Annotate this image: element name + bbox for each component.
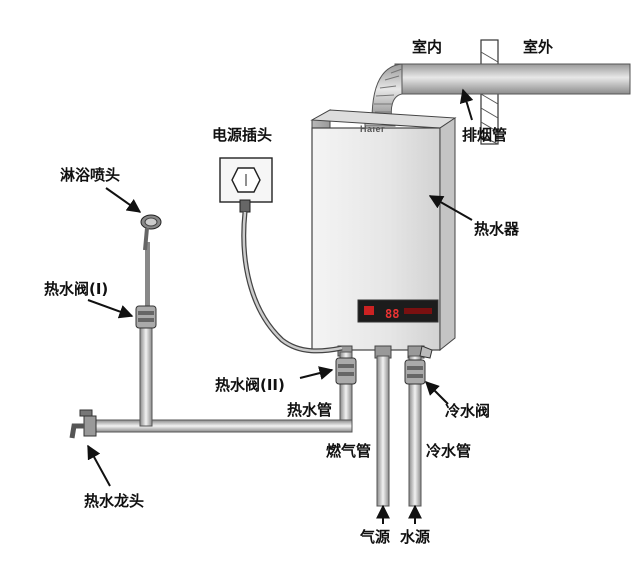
label-hot-valve-2: 热水阀(II) bbox=[215, 376, 285, 394]
label-cold-valve: 冷水阀 bbox=[445, 402, 491, 420]
power-plug bbox=[219, 157, 343, 354]
label-shower-head: 淋浴喷头 bbox=[60, 166, 121, 184]
label-hot-valve-1: 热水阀(I) bbox=[44, 280, 109, 298]
arrow-tap bbox=[87, 444, 111, 487]
label-indoor: 室内 bbox=[412, 38, 443, 56]
label-gas-source: 气源 bbox=[360, 528, 391, 546]
brand-logo: Haier bbox=[360, 124, 386, 134]
label-exhaust-pipe: 排烟管 bbox=[462, 126, 508, 144]
arrow-cold-valve bbox=[425, 381, 449, 405]
arrow-heater bbox=[428, 195, 473, 221]
arrow-shower bbox=[105, 187, 142, 213]
water-heater: 88 bbox=[310, 109, 457, 359]
hot-water-tap bbox=[69, 409, 97, 439]
leader-arrows bbox=[87, 88, 474, 524]
label-hot-pipe: 热水管 bbox=[287, 401, 333, 419]
hot-water-valve-2 bbox=[335, 357, 357, 385]
label-water-source: 水源 bbox=[400, 528, 431, 546]
arrow-hot-valve-1 bbox=[87, 299, 134, 319]
arrow-exhaust bbox=[459, 88, 474, 121]
label-gas-pipe: 燃气管 bbox=[326, 442, 372, 460]
label-hot-tap: 热水龙头 bbox=[84, 492, 145, 510]
svg-text:88: 88 bbox=[385, 307, 399, 321]
hot-water-valve-1 bbox=[135, 305, 157, 329]
shower-head bbox=[140, 214, 162, 251]
label-power-plug: 电源插头 bbox=[212, 126, 273, 144]
exhaust-pipe bbox=[364, 63, 631, 127]
arrow-hot-valve-2 bbox=[299, 366, 334, 380]
hot-water-pipe bbox=[87, 242, 353, 433]
label-cold-pipe: 冷水管 bbox=[426, 442, 472, 460]
gas-pipe bbox=[376, 355, 390, 507]
label-outdoor: 室外 bbox=[523, 38, 554, 56]
label-water-heater: 热水器 bbox=[474, 220, 520, 238]
cold-water-valve bbox=[404, 345, 433, 385]
